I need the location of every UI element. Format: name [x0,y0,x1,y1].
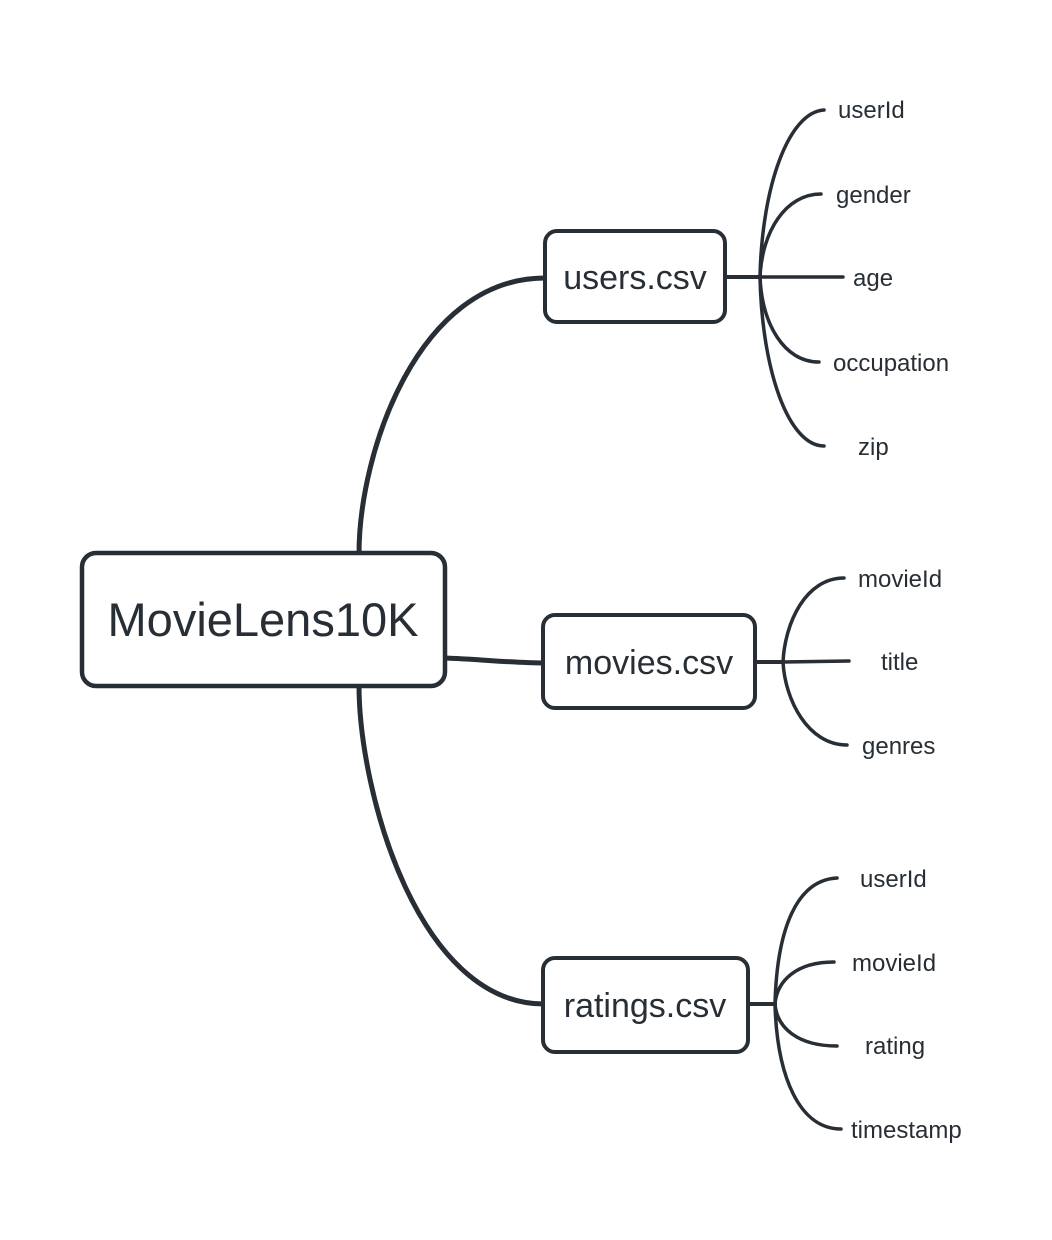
movies-node-box [541,613,757,710]
node-root: MovieLens10K [79,550,448,689]
leaf-movies-title: title [881,649,918,676]
leaf-ratings-userid: userId [860,866,927,893]
edge-ratings-userid [773,876,839,1006]
edge-users-occupation [758,275,821,364]
users-field-edges [722,108,845,448]
edge-movies-movieid [781,576,846,664]
edge-users-userid [758,108,826,279]
movies-node-label: movies.csv [565,644,733,682]
movies-field-edges [752,576,851,747]
movies-field-labels: movieId title genres [858,566,942,760]
edge-users-gender [758,192,823,279]
leaf-ratings-rating: rating [865,1033,925,1060]
leaf-users-occupation: occupation [833,350,949,377]
edge-root-movies [441,655,547,666]
leaf-movies-movieid: movieId [858,566,942,593]
node-ratings-csv: ratings.csv [541,956,750,1054]
leaf-movies-genres: genres [862,733,935,760]
ratings-field-edges [745,876,843,1131]
edge-users-zip [758,275,826,448]
leaf-ratings-timestamp: timestamp [851,1117,962,1144]
leaf-users-age: age [853,265,893,292]
edge-root-users [356,275,548,557]
edge-ratings-timestamp [773,1002,843,1131]
ratings-field-labels: userId movieId rating timestamp [851,866,962,1144]
users-node-label: users.csv [563,259,707,297]
edge-movies-genres [781,660,849,747]
ratings-node-label: ratings.csv [564,987,727,1025]
node-users-csv: users.csv [543,229,727,324]
root-node-label: MovieLens10K [108,593,419,646]
edge-ratings-movieid [773,960,836,1006]
root-edges [356,275,548,1007]
edge-ratings-rating [773,1002,839,1048]
users-node-box [543,229,727,324]
leaf-users-zip: zip [858,434,889,461]
ratings-node-box [541,956,750,1054]
node-movies-csv: movies.csv [541,613,757,710]
root-node-box [79,550,448,689]
leaf-users-userid: userId [838,97,905,124]
edge-root-ratings [356,682,547,1007]
leaf-users-gender: gender [836,182,911,209]
users-field-labels: userId gender age occupation zip [833,97,949,461]
edge-movies-title [781,659,851,664]
leaf-ratings-movieid: movieId [852,950,936,977]
